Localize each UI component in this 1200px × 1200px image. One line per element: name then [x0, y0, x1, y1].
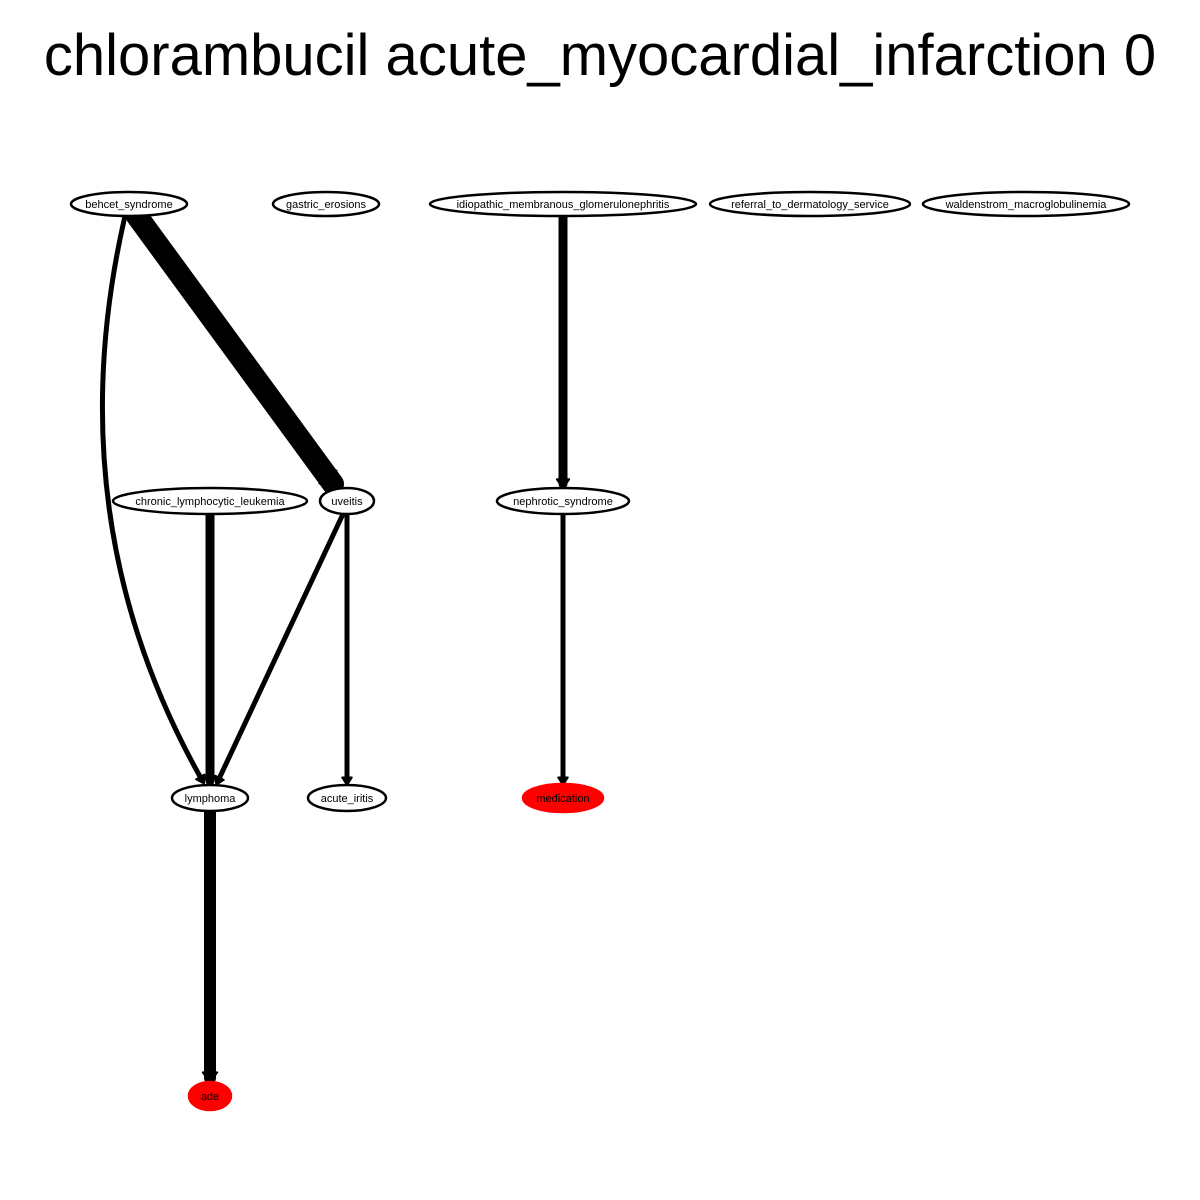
node-idiopathic_membranous_glomerulonephritis: idiopathic_membranous_glomerulonephritis	[428, 190, 698, 218]
node-label: lymphoma	[185, 793, 237, 805]
node-ellipse	[271, 190, 381, 218]
edge-arrowhead	[318, 469, 338, 489]
node-label: idiopathic_membranous_glomerulonephritis	[457, 199, 670, 211]
node-ellipse	[428, 190, 698, 218]
node-label: uveitis	[331, 496, 363, 508]
node-acute_iritis: acute_iritis	[306, 783, 388, 813]
edge-line	[215, 511, 346, 784]
edges-layer	[99, 205, 571, 1084]
node-ellipse	[521, 782, 605, 814]
node-label: waldenstrom_macroglobulinemia	[945, 199, 1108, 211]
nodes-layer: behcet_syndrome gastric_erosions idiopathi…	[69, 190, 1131, 1112]
node-lymphoma: lymphoma	[170, 783, 250, 813]
node-ellipse	[318, 486, 376, 516]
node-ade: ade	[187, 1080, 233, 1112]
edge-arrowhead	[214, 774, 225, 786]
node-gastric_erosions: gastric_erosions	[271, 190, 381, 218]
node-label: behcet_syndrome	[85, 199, 172, 211]
edge-behcet_syndrome-to-lymphoma	[99, 213, 206, 785]
node-ellipse	[187, 1080, 233, 1112]
edge-arrowhead	[202, 775, 218, 786]
edge-uveitis-to-acute_iritis	[341, 511, 353, 786]
node-nephrotic_syndrome: nephrotic_syndrome	[495, 486, 631, 516]
node-label: gastric_erosions	[286, 199, 367, 211]
edge-arrowhead	[557, 776, 569, 786]
node-label: referral_to_dermatology_service	[731, 199, 889, 211]
edge-line	[126, 205, 344, 495]
edge-idiopathic_membranous_glomerulonephritis-to-nephrotic_syndrome	[555, 211, 571, 489]
node-ellipse	[111, 486, 309, 516]
edge-behcet_syndrome-to-uveitis	[126, 205, 344, 495]
node-medication: medication	[521, 782, 605, 814]
node-chronic_lymphocytic_leukemia: chronic_lymphocytic_leukemia	[111, 486, 309, 516]
edge-arrowhead	[555, 478, 571, 489]
edge-line	[99, 213, 205, 783]
node-ellipse	[495, 486, 631, 516]
edge-arrowhead	[195, 773, 206, 785]
node-waldenstrom_macroglobulinemia: waldenstrom_macroglobulinemia	[921, 190, 1131, 218]
node-ellipse	[170, 783, 250, 813]
node-label: ade	[201, 1091, 219, 1103]
node-label: nephrotic_syndrome	[513, 496, 613, 508]
node-ellipse	[69, 190, 189, 218]
edge-nephrotic_syndrome-to-medication	[557, 511, 569, 786]
edge-chronic_lymphocytic_leukemia-to-lymphoma	[202, 509, 218, 786]
graph-title: chlorambucil acute_myocardial_infarction…	[43, 23, 1157, 88]
node-label: medication	[536, 793, 589, 805]
node-label: acute_iritis	[321, 793, 374, 805]
node-ellipse	[921, 190, 1131, 218]
node-ellipse	[708, 190, 912, 218]
node-ellipse	[306, 783, 388, 813]
edge-arrowhead	[341, 776, 353, 786]
edge-lymphoma-to-ade	[201, 805, 219, 1084]
node-referral_to_dermatology_service: referral_to_dermatology_service	[708, 190, 912, 218]
edge-arrowhead	[201, 1071, 219, 1083]
node-label: chronic_lymphocytic_leukemia	[135, 496, 285, 508]
node-behcet_syndrome: behcet_syndrome	[69, 190, 189, 218]
edge-uveitis-to-lymphoma	[214, 511, 346, 786]
node-uveitis: uveitis	[318, 486, 376, 516]
